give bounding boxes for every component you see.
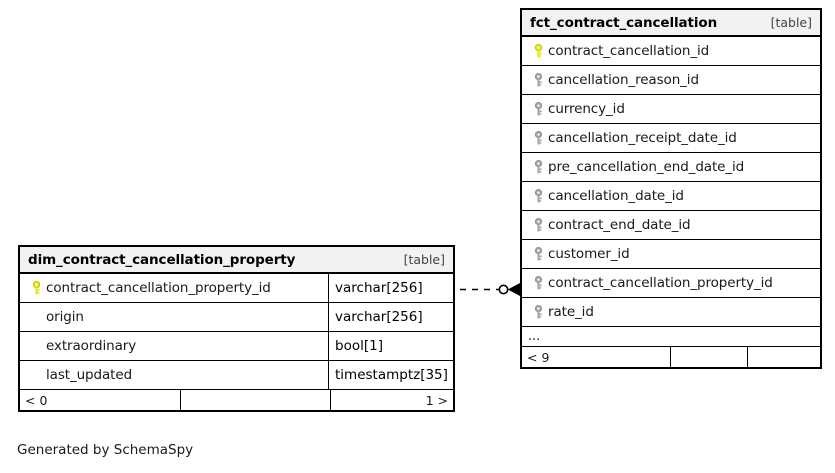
foreign-key-icon [528, 72, 548, 88]
column-label: customer_id [548, 246, 630, 262]
cardinality-zero-circle [498, 284, 509, 295]
column-name-cell: contract_cancellation_id [522, 37, 820, 65]
table-row[interactable]: pre_cancellation_end_date_id [522, 153, 820, 182]
column-name-cell: extraordinary [20, 332, 328, 360]
column-label: origin [46, 309, 84, 325]
column-label: rate_id [548, 304, 594, 320]
table-kind-label: [table] [770, 15, 812, 30]
table-row[interactable]: last_updated timestamptz[35] [20, 361, 453, 390]
column-name-cell: cancellation_date_id [522, 182, 820, 210]
footer-child-count[interactable]: 1 > [330, 390, 453, 410]
table-header: fct_contract_cancellation [table] [522, 10, 820, 37]
column-type-cell: varchar[256] [328, 274, 453, 302]
foreign-key-icon [528, 217, 548, 233]
column-name-cell: contract_cancellation_property_id [522, 269, 820, 297]
table-row[interactable]: cancellation_receipt_date_id [522, 124, 820, 153]
relationship-connector[interactable] [455, 275, 525, 305]
foreign-key-icon [528, 159, 548, 175]
table-fct-contract-cancellation[interactable]: fct_contract_cancellation [table] contra… [520, 8, 822, 369]
table-row[interactable]: contract_cancellation_property_id varcha… [20, 274, 453, 303]
column-label: contract_end_date_id [548, 217, 691, 233]
column-name-cell: customer_id [522, 240, 820, 268]
column-type-cell: timestamptz[35] [328, 361, 453, 389]
table-row[interactable]: currency_id [522, 95, 820, 124]
foreign-key-icon [528, 275, 548, 291]
column-name-cell: last_updated [20, 361, 328, 389]
column-name-cell: contract_end_date_id [522, 211, 820, 239]
column-type-cell: bool[1] [328, 332, 453, 360]
table-row[interactable]: contract_cancellation_property_id [522, 269, 820, 298]
column-name-cell: pre_cancellation_end_date_id [522, 153, 820, 181]
footer-middle [670, 347, 747, 367]
table-header: dim_contract_cancellation_property [tabl… [20, 247, 453, 274]
footer-parent-count[interactable]: < 0 [25, 392, 48, 408]
column-name-cell: currency_id [522, 95, 820, 123]
column-label: cancellation_reason_id [548, 72, 699, 88]
table-title: dim_contract_cancellation_property [28, 251, 296, 268]
table-row[interactable]: contract_end_date_id [522, 211, 820, 240]
foreign-key-icon [528, 304, 548, 320]
footer-middle [180, 390, 330, 410]
table-footer: < 9 [522, 347, 820, 367]
column-name-cell: contract_cancellation_property_id [20, 274, 328, 302]
column-label: contract_cancellation_property_id [548, 275, 773, 291]
column-label: pre_cancellation_end_date_id [548, 159, 745, 175]
column-label: currency_id [548, 101, 625, 117]
column-name-cell: cancellation_receipt_date_id [522, 124, 820, 152]
table-row[interactable]: extraordinary bool[1] [20, 332, 453, 361]
table-title: fct_contract_cancellation [530, 14, 718, 31]
column-label: last_updated [46, 367, 133, 383]
column-label: cancellation_date_id [548, 188, 684, 204]
crows-foot-many-icon [507, 283, 520, 296]
more-columns-label: ... [528, 328, 541, 344]
table-row[interactable]: rate_id [522, 298, 820, 327]
foreign-key-icon [528, 246, 548, 262]
column-type-cell: varchar[256] [328, 303, 453, 331]
table-dim-contract-cancellation-property[interactable]: dim_contract_cancellation_property [tabl… [18, 245, 455, 412]
table-footer: < 0 1 > [20, 390, 453, 410]
table-kind-label: [table] [403, 252, 445, 267]
table-row[interactable]: origin varchar[256] [20, 303, 453, 332]
primary-key-icon [528, 43, 548, 59]
column-label: contract_cancellation_property_id [46, 280, 271, 296]
table-row[interactable]: contract_cancellation_id [522, 37, 820, 66]
column-name-cell: cancellation_reason_id [522, 66, 820, 94]
column-label: contract_cancellation_id [548, 43, 710, 59]
footer-child-count[interactable] [747, 347, 820, 367]
column-label: cancellation_receipt_date_id [548, 130, 737, 146]
foreign-key-icon [528, 188, 548, 204]
table-row[interactable]: cancellation_reason_id [522, 66, 820, 95]
foreign-key-icon [528, 130, 548, 146]
schemaspy-credit: Generated by SchemaSpy [17, 442, 194, 458]
column-label: extraordinary [46, 338, 137, 354]
more-columns-indicator[interactable]: ... [522, 327, 820, 347]
foreign-key-icon [528, 101, 548, 117]
footer-parent-count[interactable]: < 9 [527, 349, 550, 365]
primary-key-icon [26, 280, 46, 296]
table-row[interactable]: cancellation_date_id [522, 182, 820, 211]
column-name-cell: origin [20, 303, 328, 331]
column-name-cell: rate_id [522, 298, 820, 326]
table-row[interactable]: customer_id [522, 240, 820, 269]
